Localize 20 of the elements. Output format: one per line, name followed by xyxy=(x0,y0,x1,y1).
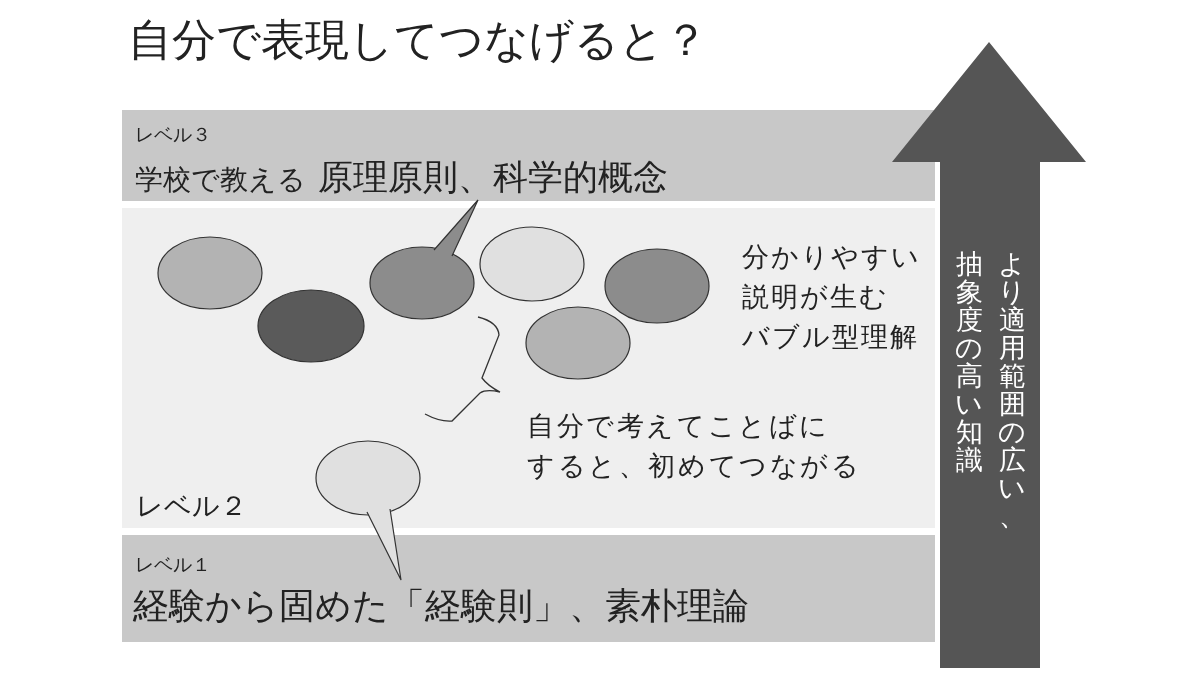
level-band xyxy=(122,110,935,201)
arrow-text: より適用範囲の広い、抽象度の高い知識 xyxy=(955,250,1026,530)
annotation-text: 分かりやすい説明が生むバブル型理解 xyxy=(742,240,921,354)
up-arrow xyxy=(892,42,1086,668)
annotation-text: 自分で考えてことばにすると、初めてつながる xyxy=(527,409,862,483)
bubble xyxy=(157,236,263,310)
speech-bubble xyxy=(315,440,421,581)
level-label: レベル３ xyxy=(135,123,211,146)
level-band xyxy=(122,535,935,642)
band-heading: 経験から固めた「経験則」、素朴理論 xyxy=(133,584,749,628)
title: 自分で表現してつなげると？ xyxy=(128,14,708,67)
band-text: 学校で教える xyxy=(135,163,306,197)
bubble xyxy=(525,306,631,380)
bubble xyxy=(257,289,365,363)
level-label: レベル１ xyxy=(135,553,211,576)
bubble xyxy=(604,248,710,324)
level-label: レベル２ xyxy=(136,490,247,523)
speech-bubble xyxy=(369,199,479,320)
bubble xyxy=(479,226,585,302)
band-heading: 原理原則、科学的概念 xyxy=(318,156,668,198)
